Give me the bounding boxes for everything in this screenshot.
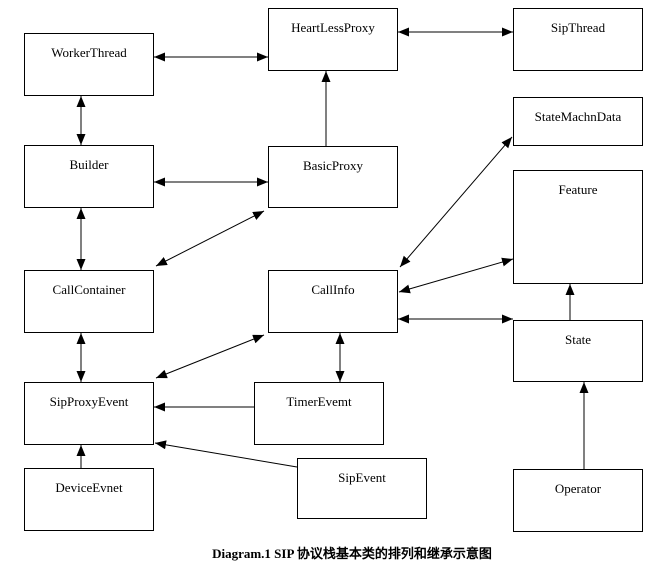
node-label: SipEvent (338, 470, 386, 485)
node-state-machn-data: StateMachnData (513, 97, 643, 146)
node-label: CallInfo (311, 282, 355, 297)
edge-callinfo-feature (398, 257, 514, 294)
diagram-caption: Diagram.1 SIP 协议栈基本类的排列和继承示意图 (212, 546, 492, 561)
node-label: HeartLessProxy (291, 20, 375, 35)
node-label: TimerEvemt (286, 394, 352, 409)
node-label: DeviceEvnet (55, 480, 123, 495)
node-label: WorkerThread (51, 45, 127, 60)
node-builder: Builder (24, 145, 154, 208)
node-operator: Operator (513, 469, 643, 532)
node-state: State (513, 320, 643, 382)
node-label: Operator (554, 481, 602, 496)
node-label: StateMachnData (534, 109, 622, 124)
node-label: BasicProxy (303, 158, 363, 173)
node-device-evnet: DeviceEvnet (24, 468, 154, 531)
node-basic-proxy: BasicProxy (268, 146, 398, 208)
node-label: SipThread (550, 20, 606, 35)
node-timer-evemt: TimerEvemt (254, 382, 384, 445)
edge-callcontainer-basicproxy (155, 210, 265, 267)
edge-sipproxyevent-callinfo (155, 334, 265, 379)
node-label: State (565, 332, 591, 347)
node-label: SipProxyEvent (49, 394, 129, 409)
node-feature: Feature (513, 170, 643, 284)
node-sip-thread: SipThread (513, 8, 643, 71)
node-worker-thread: WorkerThread (24, 33, 154, 96)
node-heart-less-proxy: HeartLessProxy (268, 8, 398, 71)
node-label: Feature (558, 182, 598, 197)
node-sip-event: SipEvent (297, 458, 427, 519)
node-call-container: CallContainer (24, 270, 154, 333)
edge-sipevent-sipproxyevent (154, 440, 298, 468)
node-call-info: CallInfo (268, 270, 398, 333)
edge-callinfo-statemachndata (399, 136, 513, 268)
node-label: Builder (69, 157, 109, 172)
node-label: CallContainer (52, 282, 126, 297)
node-sip-proxy-event: SipProxyEvent (24, 382, 154, 445)
